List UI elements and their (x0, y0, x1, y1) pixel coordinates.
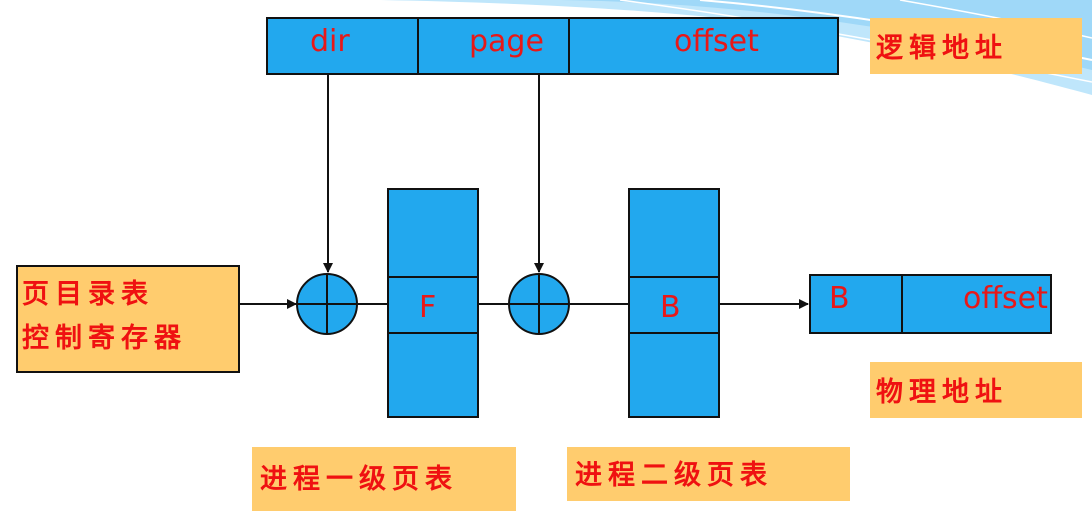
physical-address-offset-field: offset (901, 274, 1052, 334)
level2-table-entry: B (630, 276, 718, 334)
physical-frame-text: B (829, 281, 850, 316)
level1-page-table: F (387, 188, 479, 418)
level1-table-label: 进程一级页表 (252, 447, 516, 511)
register-label-line2: 控制寄存器 (22, 323, 187, 354)
physical-offset-text: offset (963, 281, 1048, 316)
page-directory-register-box: 页目录表 控制寄存器 (16, 265, 240, 373)
level2-table-label: 进程二级页表 (567, 447, 850, 501)
level1-entry-text: F (419, 290, 437, 325)
level2-entry-text: B (660, 290, 681, 325)
logical-address-dir-field: dir (266, 17, 419, 75)
dir-field-text: dir (310, 24, 350, 59)
level2-table-upper (630, 190, 718, 276)
offset-field-text: offset (674, 24, 759, 59)
level1-table-entry: F (389, 276, 477, 334)
adder2-plus-icon (508, 273, 570, 335)
physical-address-label: 物理地址 (870, 362, 1082, 418)
logical-address-page-field: page (417, 17, 570, 75)
level1-table-upper (389, 190, 477, 276)
adder1-plus-icon (296, 273, 358, 335)
level2-page-table: B (628, 188, 720, 418)
logical-address-label: 逻辑地址 (870, 18, 1082, 74)
physical-address-frame-field: B (809, 274, 903, 334)
register-label-line1: 页目录表 (22, 279, 154, 310)
logical-address-offset-field: offset (568, 17, 839, 75)
page-field-text: page (469, 24, 544, 59)
